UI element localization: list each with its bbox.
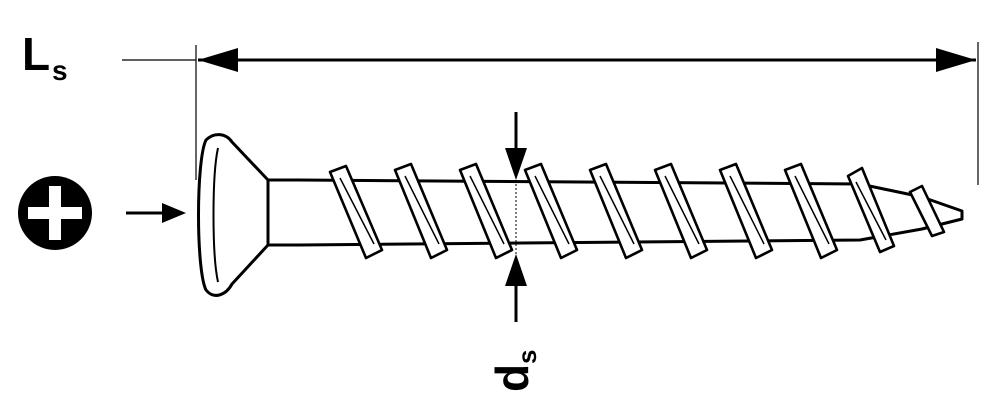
phillips-cross-icon	[18, 176, 92, 250]
length-label: L	[22, 28, 50, 80]
diameter-dimension	[505, 112, 527, 322]
arrow-right-icon	[936, 48, 976, 72]
diameter-label: d	[486, 364, 538, 392]
arrow-up-icon	[505, 254, 527, 286]
length-label-subscript: s	[52, 55, 68, 86]
diameter-label-subscript: s	[512, 350, 542, 364]
diameter-label-group: d s	[486, 350, 542, 392]
screw-threads	[328, 162, 946, 260]
drive-pointer-arrow	[126, 203, 186, 223]
arrow-down-icon	[505, 148, 527, 180]
screw-head	[197, 133, 270, 297]
screw	[197, 133, 964, 297]
arrow-left-icon	[198, 48, 238, 72]
length-dimension	[122, 42, 979, 185]
